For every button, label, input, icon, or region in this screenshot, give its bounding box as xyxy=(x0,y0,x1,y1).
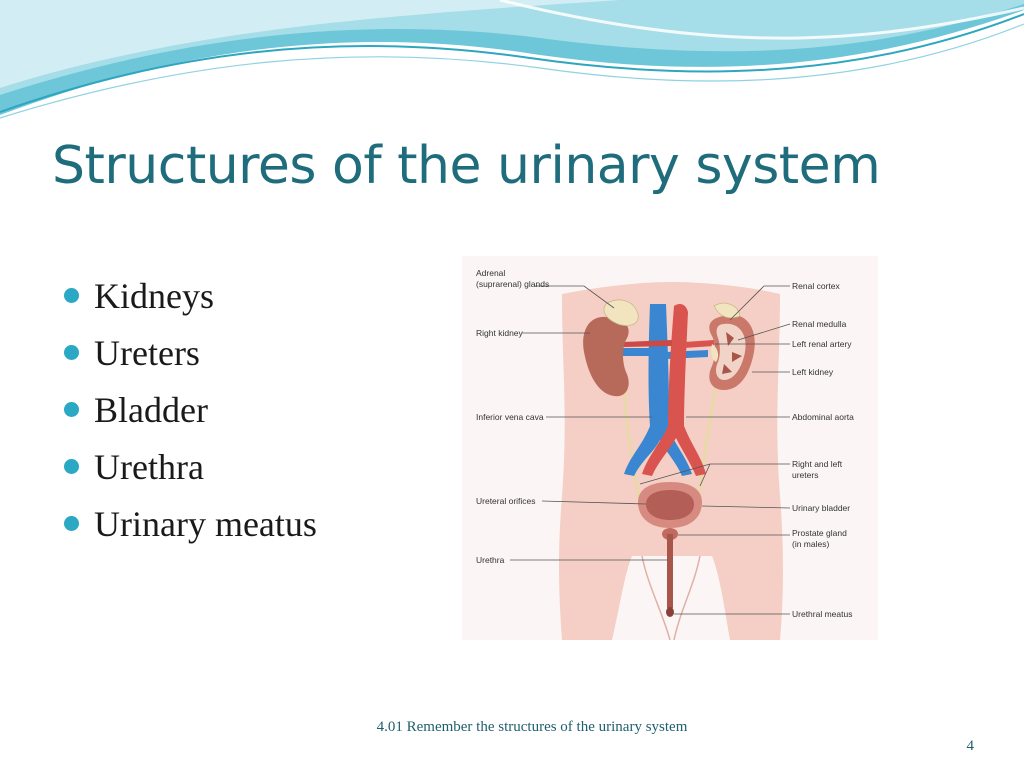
leg-contour xyxy=(673,555,701,640)
label-ureteral-orifices: Ureteral orifices xyxy=(476,496,536,506)
footer-text: 4.01 Remember the structures of the urin… xyxy=(376,719,688,735)
header-wave-decoration xyxy=(0,0,1024,119)
label-urethral-meatus: Urethral meatus xyxy=(792,609,852,619)
bullet-dot-icon xyxy=(64,459,79,474)
renal-cortex xyxy=(716,323,746,380)
bullet-dot-icon xyxy=(64,402,79,417)
label-prostate-1: Prostate gland xyxy=(792,528,847,538)
inferior-vena-cava xyxy=(624,304,692,476)
left-renal-artery xyxy=(684,340,714,348)
leader-line xyxy=(729,285,790,321)
bullet-item: Urinary meatus xyxy=(64,500,317,557)
label-left-kidney: Left kidney xyxy=(792,367,834,377)
bladder-interior xyxy=(646,490,694,520)
page-number: 4 xyxy=(966,738,975,754)
label-adrenal-2: (suprarenal) glands xyxy=(476,279,549,289)
leader-line xyxy=(737,323,791,341)
bullet-list: Kidneys Ureters Bladder Urethra Urinary … xyxy=(64,272,317,557)
urethra xyxy=(667,534,673,608)
label-ureters-2: ureters xyxy=(792,470,818,480)
leader-line xyxy=(701,505,791,509)
leader-line xyxy=(541,500,647,505)
slide-title: Structures of the urinary system xyxy=(52,136,881,196)
urethral-meatus xyxy=(666,607,674,617)
label-renal-cortex: Renal cortex xyxy=(792,281,840,291)
bullet-text: Ureters xyxy=(94,333,200,373)
leader-line xyxy=(699,463,711,487)
bullet-item: Bladder xyxy=(64,386,317,443)
urinary-system-diagram: Adrenal (suprarenal) glands Right kidney… xyxy=(462,256,878,640)
bullet-dot-icon xyxy=(64,345,79,360)
label-renal-medulla: Renal medulla xyxy=(792,319,847,329)
label-abdominal-aorta: Abdominal aorta xyxy=(792,412,854,422)
bullet-text: Urethra xyxy=(94,447,204,487)
label-left-renal-artery: Left renal artery xyxy=(792,339,852,349)
bullet-text: Bladder xyxy=(94,390,208,430)
renal-medulla xyxy=(722,332,742,374)
label-ureters-1: Right and left xyxy=(792,459,843,469)
left-adrenal-gland xyxy=(713,302,741,319)
right-kidney xyxy=(583,316,629,397)
renal-pelvis xyxy=(711,344,719,362)
right-renal-artery xyxy=(622,340,672,347)
bullet-text: Urinary meatus xyxy=(94,504,317,544)
label-adrenal-1: Adrenal xyxy=(476,268,505,278)
label-right-kidney: Right kidney xyxy=(476,328,524,338)
abdominal-aorta xyxy=(642,304,706,476)
bullet-item: Ureters xyxy=(64,329,317,386)
bullet-item: Urethra xyxy=(64,443,317,500)
label-urethra: Urethra xyxy=(476,555,505,565)
leg-contour xyxy=(641,555,671,640)
label-inferior-vena-cava: Inferior vena cava xyxy=(476,412,544,422)
label-prostate-2: (in males) xyxy=(792,539,829,549)
bullet-dot-icon xyxy=(64,516,79,531)
bullet-item: Kidneys xyxy=(64,272,317,329)
bullet-text: Kidneys xyxy=(94,276,214,316)
bullet-dot-icon xyxy=(64,288,79,303)
right-adrenal-gland xyxy=(603,299,639,326)
leader-line xyxy=(534,285,615,309)
label-urinary-bladder: Urinary bladder xyxy=(792,503,850,513)
